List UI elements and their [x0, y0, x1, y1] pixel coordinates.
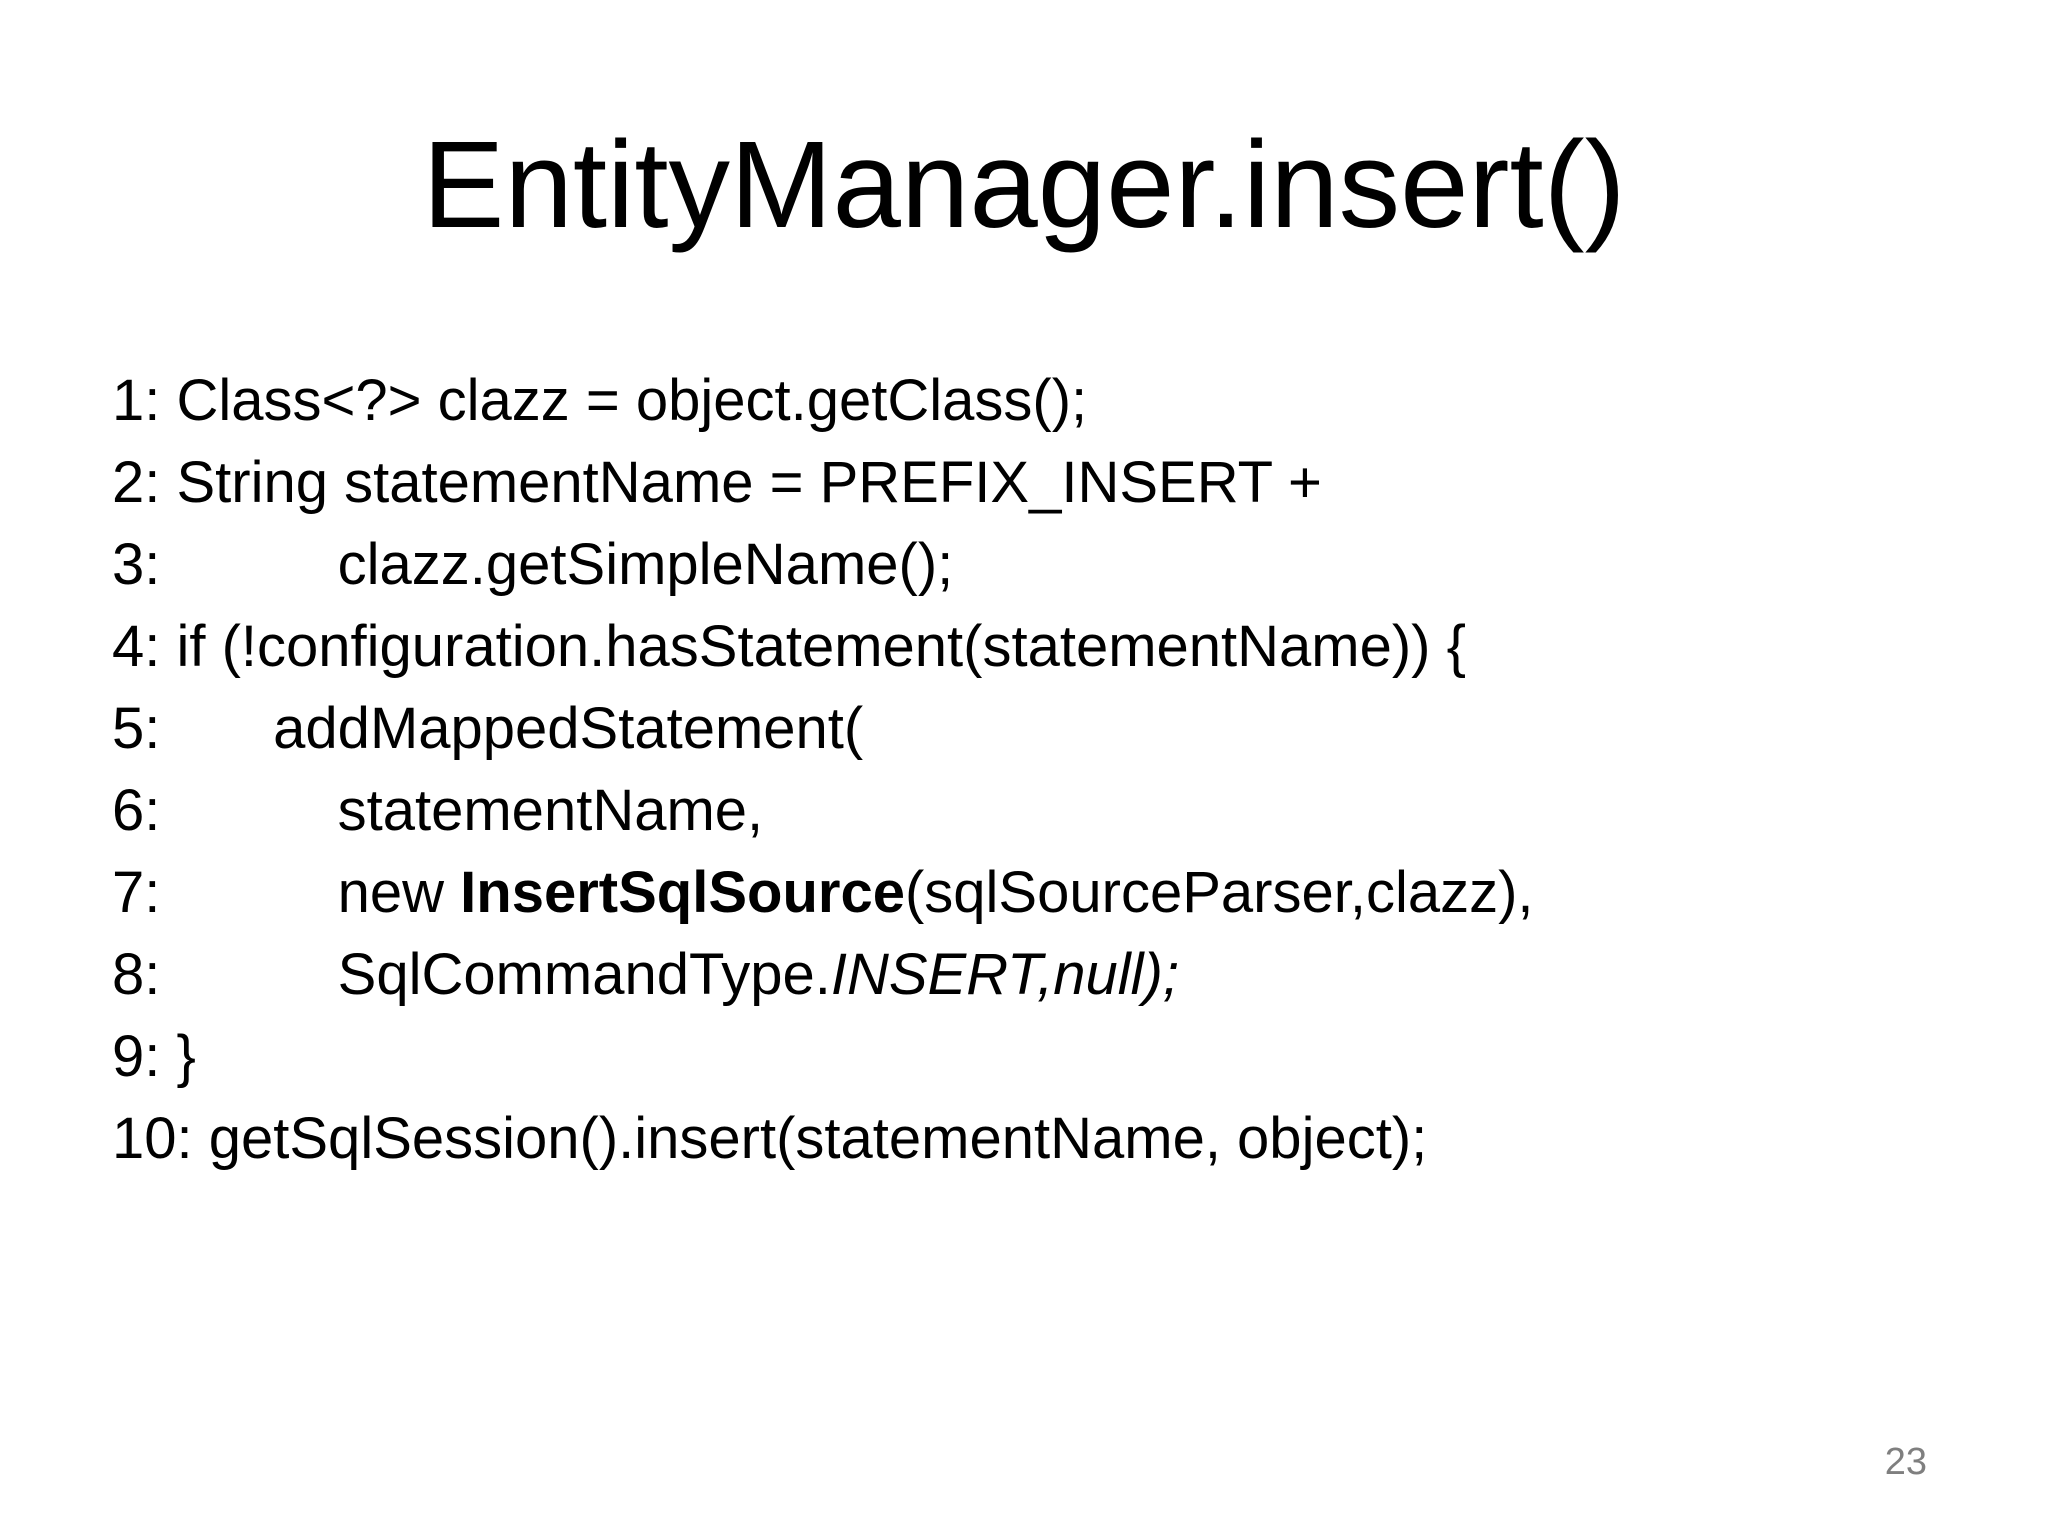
- code-line: 2: String statementName = PREFIX_INSERT …: [112, 442, 1534, 524]
- code-segment-bold: InsertSqlSource: [460, 860, 905, 925]
- code-segment: 1: Class<?> clazz = object.getClass();: [112, 368, 1088, 433]
- slide-title: EntityManager.insert(): [422, 117, 1626, 254]
- code-segment: 8: SqlCommandType.: [112, 942, 831, 1007]
- code-line: 10: getSqlSession().insert(statementName…: [112, 1098, 1534, 1180]
- code-line: 8: SqlCommandType.INSERT,null);: [112, 934, 1534, 1016]
- code-segment: (sqlSourceParser,clazz),: [904, 860, 1534, 925]
- code-segment: 4: if (!configuration.hasStatement(state…: [112, 614, 1466, 679]
- code-segment: 7: new: [112, 860, 461, 925]
- code-segment: 9: }: [112, 1024, 196, 1089]
- code-line: 7: new InsertSqlSource(sqlSourceParser,c…: [112, 852, 1534, 934]
- code-line: 9: }: [112, 1016, 1534, 1098]
- code-segment: 3: clazz.getSimpleName();: [112, 532, 954, 597]
- page-number: 23: [1884, 1441, 1927, 1483]
- code-segment: 5: addMappedStatement(: [112, 696, 864, 761]
- code-line: 1: Class<?> clazz = object.getClass();: [112, 360, 1534, 442]
- code-line: 3: clazz.getSimpleName();: [112, 524, 1534, 606]
- code-segment: 10: getSqlSession().insert(statementName…: [112, 1106, 1428, 1171]
- code-line: 6: statementName,: [112, 770, 1534, 852]
- code-segment: 6: statementName,: [112, 778, 764, 843]
- code-line: 5: addMappedStatement(: [112, 688, 1534, 770]
- code-segment-italic: INSERT,null);: [830, 942, 1180, 1007]
- code-block: 1: Class<?> clazz = object.getClass(); 2:…: [112, 360, 1534, 1180]
- code-segment: 2: String statementName = PREFIX_INSERT …: [112, 450, 1322, 515]
- code-line: 4: if (!configuration.hasStatement(state…: [112, 606, 1534, 688]
